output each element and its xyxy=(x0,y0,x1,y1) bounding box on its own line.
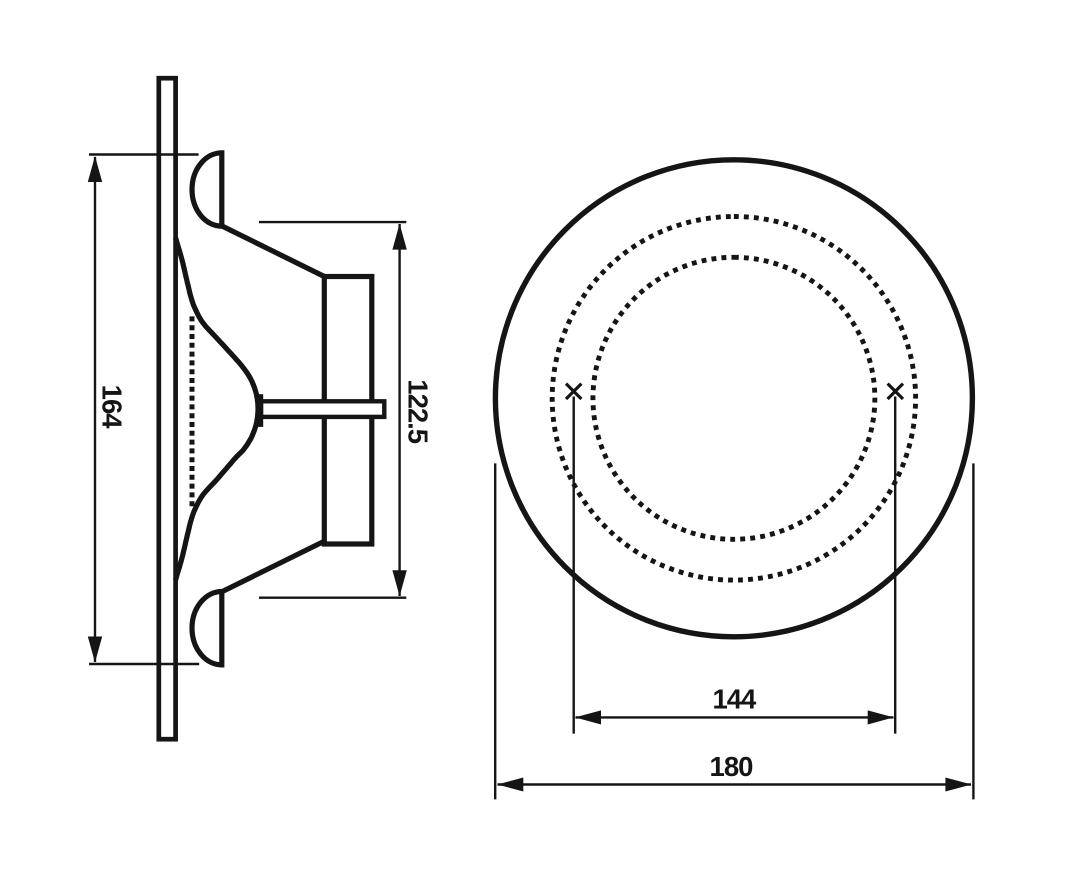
svg-text:122.5: 122.5 xyxy=(403,379,434,444)
svg-text:164: 164 xyxy=(97,385,128,430)
svg-text:180: 180 xyxy=(710,751,754,782)
svg-text:144: 144 xyxy=(712,684,757,715)
